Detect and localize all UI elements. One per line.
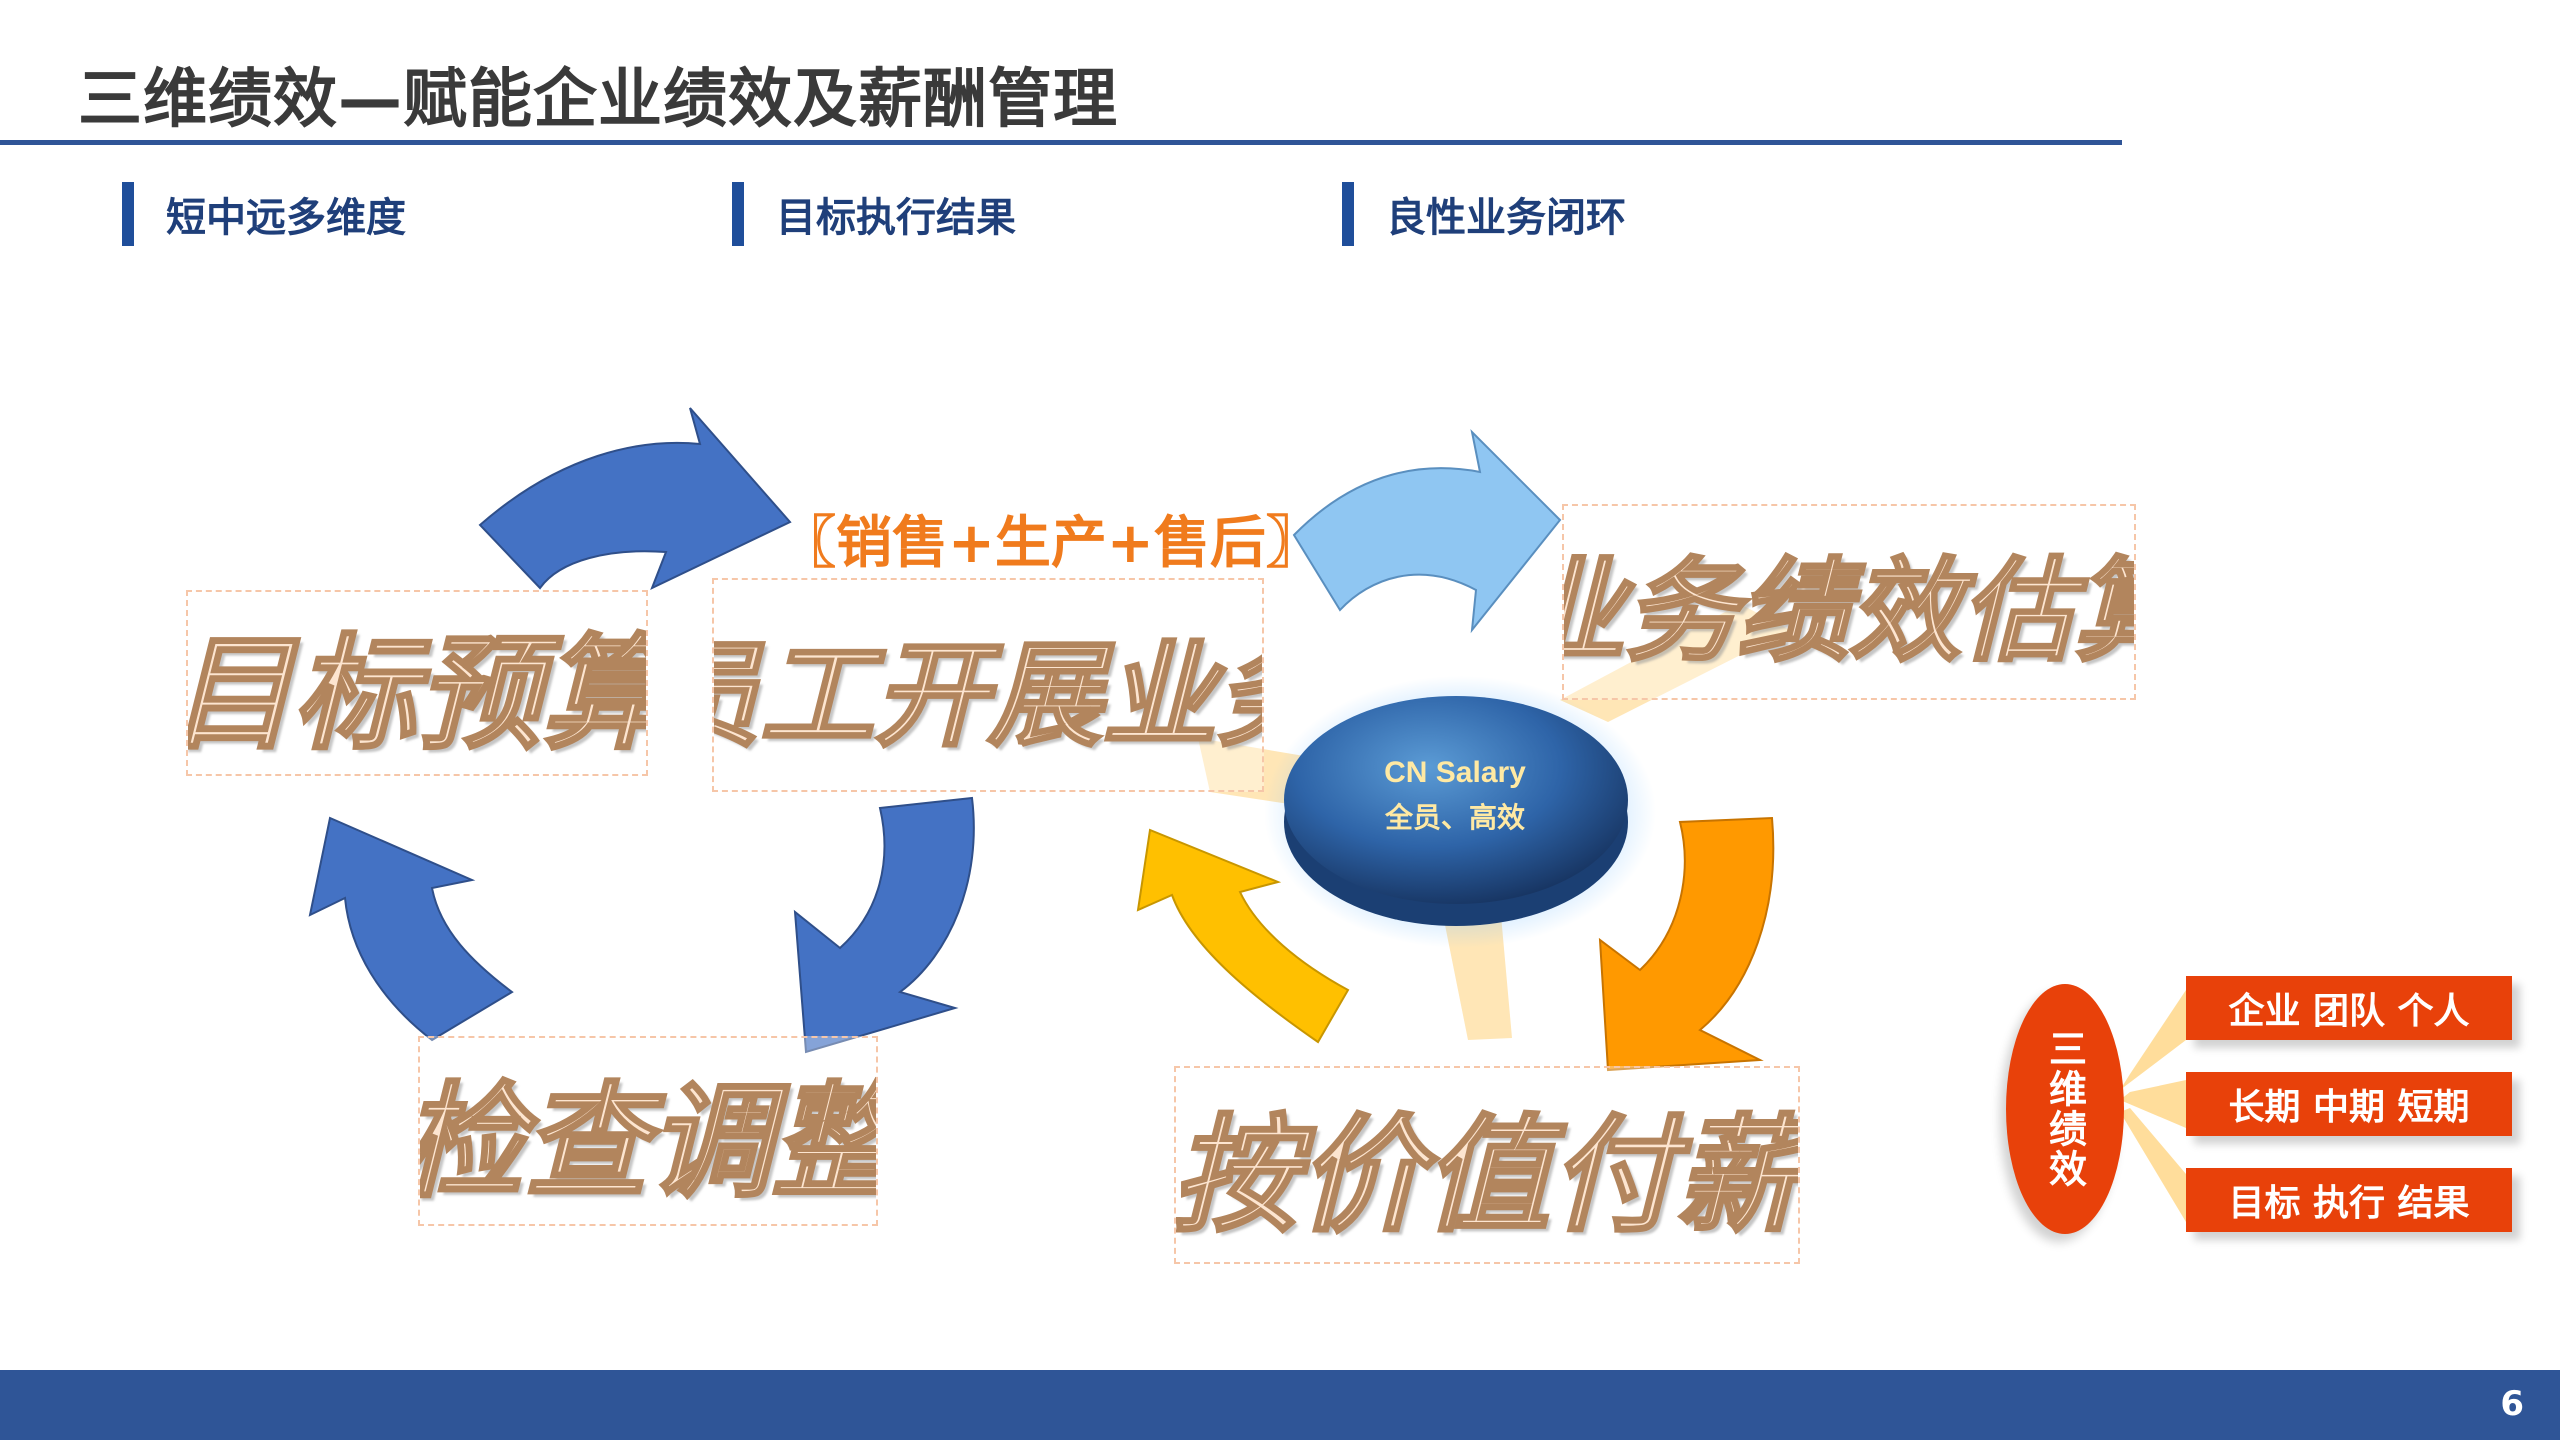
section-marker: [122, 182, 134, 246]
three-dimension-root-label: 三维绩效: [2042, 1029, 2087, 1189]
arrow-employee-to-inspect: [793, 796, 975, 1054]
center-disc-text: CN Salary 全员、高效: [1280, 756, 1630, 836]
section-label-text: 良性业务闭环: [1386, 195, 1626, 241]
stage-inspect-adjust-label: 检查调整: [418, 1069, 878, 1217]
page-number: 6: [2500, 1384, 2524, 1424]
dimension-connector-3: [2120, 1108, 2186, 1222]
stage-performance-estimate-label: 业务绩效估算: [1564, 545, 2134, 679]
arrow-goal-to-employee: [478, 407, 792, 590]
arrow-pay-to-business: [1136, 828, 1350, 1044]
center-disc-brand: CN Salary: [1384, 756, 1526, 789]
beam-to-performance-estimate: [1560, 604, 1790, 722]
dimension-connector-2: [2120, 1080, 2186, 1128]
section-marker: [1342, 182, 1354, 246]
dimension-connector-1: [2120, 990, 2186, 1090]
section-label-loop: 良性业务闭环: [1342, 182, 1626, 246]
stage-employee-business: 员工开展业务: [712, 578, 1264, 792]
stage-goal-budget: 目标预算: [186, 590, 648, 776]
center-disc: [1284, 696, 1628, 904]
arrow-estimate-to-pay: [1598, 816, 1775, 1072]
section-label-execution: 目标执行结果: [732, 182, 1016, 246]
section-label-dimensions: 短中远多维度: [122, 182, 406, 246]
section-label-text: 目标执行结果: [776, 195, 1016, 241]
dimension-item-3: 目标 执行 结果: [2186, 1168, 2512, 1232]
stage-goal-budget-label: 目标预算: [186, 621, 648, 769]
sales-production-aftersales-banner: 〖销售+生产+售后〗: [780, 511, 1322, 576]
section-label-text: 短中远多维度: [166, 195, 406, 241]
dimension-item-1: 企业 团队 个人: [2186, 976, 2512, 1040]
stage-inspect-adjust: 检查调整: [418, 1036, 878, 1226]
stage-pay-by-value: 按价值付薪: [1174, 1066, 1800, 1264]
stage-pay-by-value-label: 按价值付薪: [1174, 1100, 1800, 1251]
arrow-business-to-estimate: [1292, 428, 1562, 634]
stage-employee-business-label: 员工开展业务: [714, 626, 1262, 763]
section-marker: [732, 182, 744, 246]
arrow-inspect-to-goal: [308, 816, 514, 1042]
title-divider: [0, 140, 2122, 145]
page-title: 三维绩效—赋能企业绩效及薪酬管理: [78, 63, 1118, 137]
dimension-item-2: 长期 中期 短期: [2186, 1072, 2512, 1136]
three-dimension-root: 三维绩效: [2006, 984, 2124, 1234]
center-disc-slogan: 全员、高效: [1384, 801, 1525, 834]
footer-bar: [0, 1370, 2560, 1440]
stage-performance-estimate: 业务绩效估算: [1562, 504, 2136, 700]
